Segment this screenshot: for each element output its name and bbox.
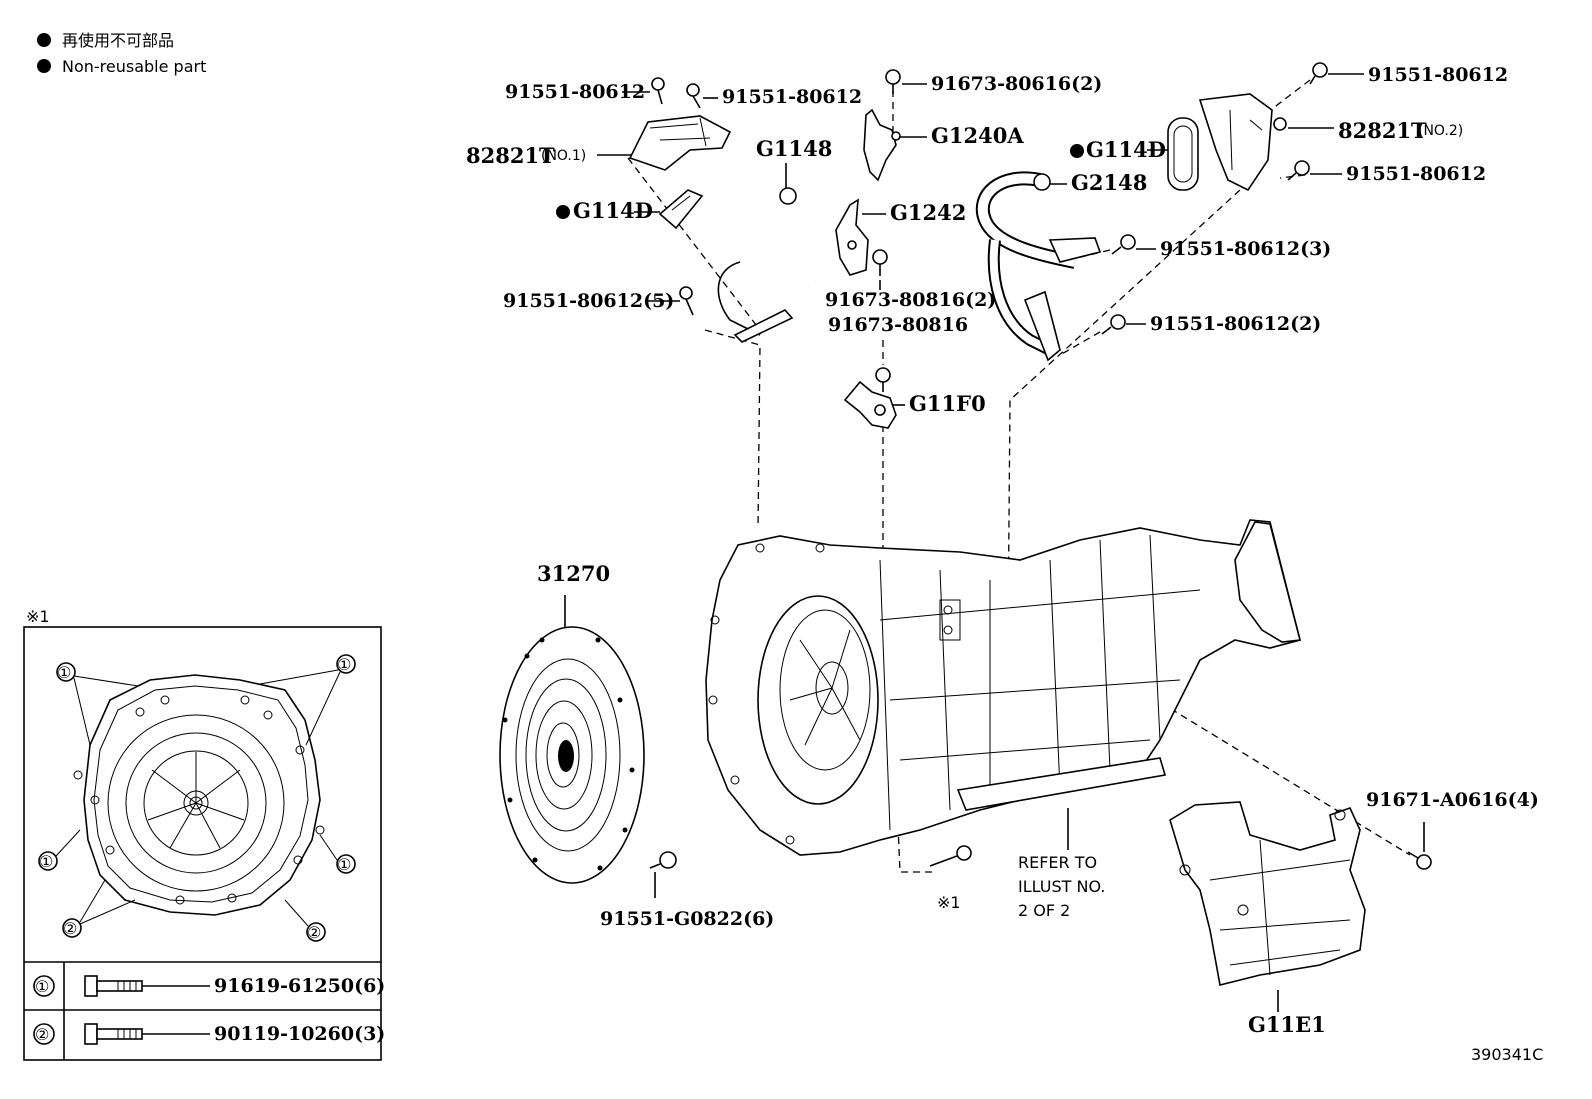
refer-line-3: 2 OF 2 (1018, 901, 1070, 920)
transmission-assembly (705, 519, 1302, 856)
bolt-icon (929, 845, 972, 867)
bolt-icon (875, 367, 891, 392)
bolt-icon (1101, 314, 1126, 335)
sensor-g11f0-shape (843, 380, 897, 429)
inset-callout-1: ① (337, 855, 351, 874)
label-31270: 31270 (537, 561, 610, 586)
bolt-icon (885, 69, 901, 94)
bracket-no2-shape (1198, 93, 1287, 192)
hose-g2148-shape (975, 171, 1102, 362)
inset-row2-part: 90119-10260(3) (214, 1023, 385, 1045)
label-91551-80612: 91551-80612 (1346, 163, 1486, 185)
inset-callout-1: ① (337, 655, 351, 674)
bracket-no1-shape (628, 115, 732, 171)
bolt-icon (1309, 62, 1328, 85)
gasket-g114d-shape (658, 189, 704, 230)
legend-english: Non-reusable part (62, 57, 206, 76)
bracket-g1242-shape (835, 198, 869, 276)
bolt-icon (649, 851, 677, 898)
label-g11e1: G11E1 (1248, 1012, 1326, 1037)
legend: 再使用不可部品 Non-reusable part (37, 31, 206, 76)
bolt-long-icon (84, 975, 143, 997)
inset-callout-2: ② (307, 923, 321, 942)
inset-row1-part: 91619-61250(6) (214, 975, 385, 997)
refer-line-2: ILLUST NO. (1018, 877, 1105, 896)
bolt-icon (686, 83, 701, 109)
non-reusable-bullet-icon (1070, 144, 1084, 158)
refer-line-1: REFER TO (1018, 853, 1097, 872)
bolt-icon (1111, 234, 1136, 255)
label-g114d: G114D (573, 198, 653, 223)
bolt-short-icon (84, 1023, 143, 1045)
non-reusable-bullet-icon (556, 205, 570, 219)
label-no2-suffix: (NO.2) (1418, 123, 1463, 139)
bolt-icon (1287, 160, 1310, 181)
bolt-icon (872, 249, 888, 276)
label-91551-80612-5: 91551-80612(5) (503, 290, 674, 312)
label-91671-a0616-4: 91671-A0616(4) (1366, 789, 1539, 811)
label-ref1: ※1 (937, 893, 961, 912)
hose-g1148-shape (717, 187, 818, 343)
label-91673-80816-2: 91673-80816(2) (825, 289, 996, 311)
drive-plate-31270-shape (499, 595, 645, 884)
non-reusable-bullet-icon (37, 59, 51, 73)
label-91551-80612: 91551-80612 (1368, 64, 1508, 86)
label-g1242: G1242 (890, 200, 966, 225)
bolt-icon (679, 286, 694, 316)
label-91673-80616-2: 91673-80616(2) (931, 73, 1102, 95)
label-82821t-no2: 82821T (1338, 118, 1427, 143)
inset-callout-1: ① (39, 852, 53, 871)
non-reusable-bullet-icon (37, 33, 51, 47)
inset-callout-1: ① (57, 663, 71, 682)
label-82821t-no1: 82821T (466, 143, 555, 168)
legend-japanese: 再使用不可部品 (62, 31, 174, 50)
figure-id: 390341C (1471, 1045, 1543, 1064)
label-91551-80612: 91551-80612 (505, 81, 645, 103)
inset-callout-2: ② (63, 919, 77, 938)
part-labels: 91551-80612 91551-80612 82821T (NO.1) G1… (466, 64, 1539, 1037)
label-g11f0: G11F0 (909, 391, 986, 416)
bolt-icon (1407, 822, 1432, 870)
inset-row2-num: ② (35, 1025, 49, 1044)
gasket-g114d-right-shape (1167, 117, 1199, 191)
label-91673-80816: 91673-80816 (828, 314, 968, 336)
label-no1-suffix: (NO.1) (541, 148, 586, 164)
inset-row1-num: ① (35, 977, 49, 996)
label-91551-g0822-6: 91551-G0822(6) (600, 908, 774, 930)
bolt-icon (651, 77, 665, 105)
inset-detail: ※1 ① ① ① ① ② ② (23, 607, 385, 1061)
label-g2148: G2148 (1071, 170, 1147, 195)
label-91551-80612: 91551-80612 (722, 86, 862, 108)
label-91551-80612-3: 91551-80612(3) (1160, 238, 1331, 260)
label-g1240a: G1240A (931, 123, 1024, 148)
label-91551-80612-2: 91551-80612(2) (1150, 313, 1321, 335)
inset-title: ※1 (26, 607, 50, 626)
cover-g11e1-shape (1169, 801, 1366, 1012)
sensor-g1240a-shape (863, 108, 901, 182)
label-g1148: G1148 (756, 136, 832, 161)
